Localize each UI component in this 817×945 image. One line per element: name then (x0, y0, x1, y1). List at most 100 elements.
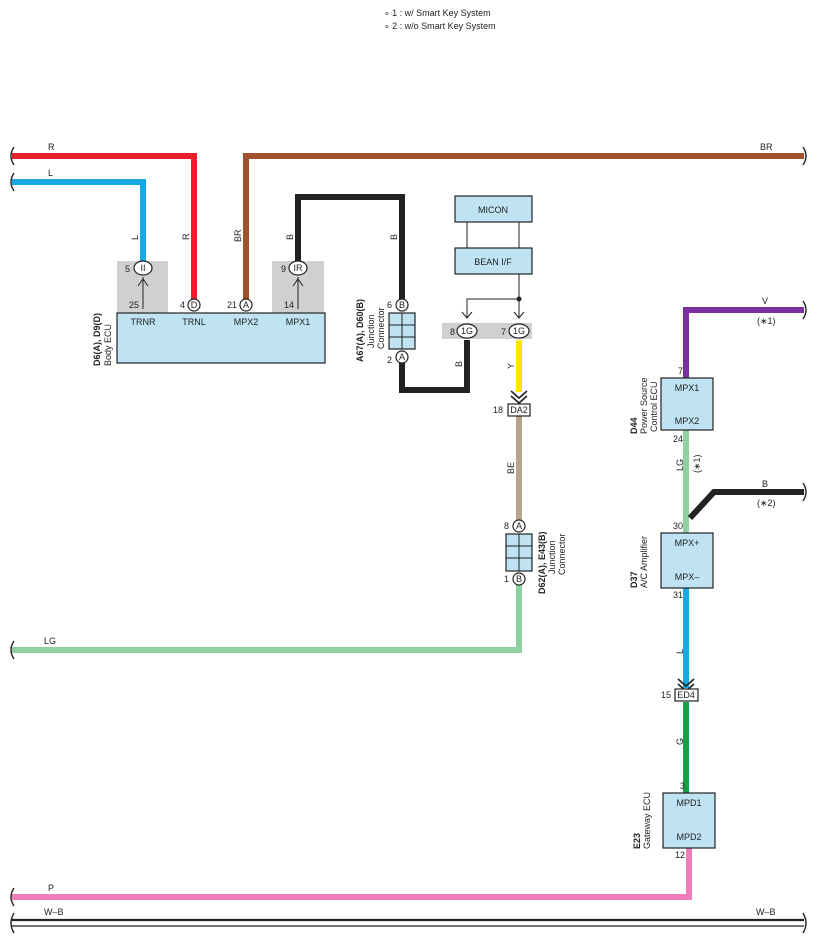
d44-name2: Control ECU (649, 381, 659, 432)
pin-14: 14 (284, 300, 294, 310)
arrow-trnr (137, 278, 149, 287)
junction-dot (516, 296, 522, 302)
terminal-a-d62 (512, 519, 526, 533)
pin-4: 4 (180, 300, 185, 310)
wire-label-l-vert: L (130, 235, 140, 240)
wire-label-lg-left: LG (44, 636, 56, 646)
terminal-b-d62 (512, 572, 526, 586)
terminal-d (187, 298, 201, 312)
wire-label-l-right: L (675, 649, 685, 654)
pin-6: 6 (387, 300, 392, 310)
terminal-ii (133, 260, 153, 276)
pin-2: 2 (387, 355, 392, 365)
wire-label-wb-right: W–B (756, 907, 776, 917)
bean-branch (466, 274, 520, 318)
wire-label-br-vert: BR (233, 229, 243, 242)
d37-code: D37 (629, 571, 639, 588)
terminal-b-a67 (395, 298, 409, 312)
wire-label-b-right: B (389, 234, 399, 240)
jc-d62-name1: Junction (547, 540, 557, 574)
pin-7v: 7 (678, 366, 683, 376)
wire-label-y: Y (506, 363, 516, 369)
d37-name: A/C Amplifier (639, 536, 649, 588)
d44-name1: Power Source (639, 377, 649, 434)
wire-b-top (295, 194, 405, 299)
terminal-ir (288, 260, 308, 276)
pin-31: 31 (673, 590, 683, 600)
d44-pin-mpx2: MPX2 (675, 416, 700, 426)
d37-pin-mpx-minus: MPX– (675, 572, 700, 582)
jc-d62-code: D62(A), E43(B) (537, 531, 547, 594)
wire-label-r-top: R (48, 142, 55, 152)
terminal-1g-left-label: 1G (461, 326, 473, 336)
d37-box (660, 532, 714, 589)
wire-l (12, 179, 146, 263)
terminal-d-label: D (191, 300, 198, 310)
e23-code: E23 (632, 833, 642, 849)
e23-name: Gateway ECU (642, 792, 652, 849)
body-ecu-pin-trnr: TRNR (131, 317, 156, 327)
e23-pin-mpd2: MPD2 (676, 832, 701, 842)
terminal-1g-left (456, 323, 478, 339)
body-ecu-name: Body ECU (103, 324, 113, 366)
pin-8b: 8 (504, 521, 509, 531)
pin-3: 3 (680, 781, 685, 791)
body-ecu-code: D6(A), D9(D) (92, 313, 102, 366)
jc-a67-name2: Connector (376, 307, 386, 349)
d44-pin-mpx1: MPX1 (675, 383, 700, 393)
jc-a67-code: A67(A), D60(B) (355, 299, 365, 362)
wire-label-v: V (762, 296, 768, 306)
wire-label-br-right: BR (760, 142, 773, 152)
wire-label-wb-left: W–B (44, 907, 64, 917)
arrow-mpx1 (292, 278, 304, 287)
micon-label: MICON (478, 205, 508, 215)
connector-da2 (507, 403, 531, 417)
pin-8: 8 (450, 327, 455, 337)
terminal-a-a67 (395, 350, 409, 364)
wire-label-p: P (48, 883, 54, 893)
d37-pin-mpx-plus: MPX+ (675, 538, 700, 548)
pin-18: 18 (493, 405, 503, 415)
wire-r (12, 153, 197, 299)
wire-label-s1-v: (∗1) (757, 316, 776, 326)
pin-1: 1 (504, 574, 509, 584)
pin-15: 15 (661, 690, 671, 700)
wire-label-l-top: L (48, 168, 53, 178)
pin-12: 12 (675, 850, 685, 860)
terminal-a-body-label: A (243, 300, 249, 310)
connector-ed4 (674, 688, 699, 702)
pin-24: 24 (673, 434, 683, 444)
terminal-a-d62-label: A (516, 521, 522, 531)
wire-p (12, 848, 692, 900)
terminal-1g-right (508, 323, 530, 339)
jc-d62-name2: Connector (557, 533, 567, 575)
body-ecu-pin-mpx1: MPX1 (286, 317, 311, 327)
pin-21: 21 (227, 300, 237, 310)
terminal-ir-label: IR (294, 263, 304, 273)
terminal-b-a67-label: B (399, 300, 405, 310)
pin-30: 30 (673, 521, 683, 531)
wire-b-bottom (399, 340, 470, 393)
wire-label-b-left: B (285, 234, 295, 240)
wire-break-marks (10, 146, 807, 934)
body-ecu-pin-trnl: TRNL (182, 317, 206, 327)
wire-v (683, 307, 804, 378)
wire-lg-left (12, 585, 522, 653)
body-ecu-pin-mpx2: MPX2 (234, 317, 259, 327)
wire-label-r-vert: R (181, 233, 191, 240)
jc-a67-name1: Junction (366, 314, 376, 348)
wire-label-s2: (∗2) (757, 498, 776, 508)
note-no-smart-key: ∘ 2 : w/o Smart Key System (384, 21, 496, 31)
micon-box (454, 195, 533, 223)
connector-ed4-label: ED4 (677, 690, 695, 700)
wire-label-lg-right: LG (675, 459, 685, 471)
wire-label-s1-lg: (∗1) (692, 454, 702, 473)
bean-if-label: BEAN I/F (474, 257, 512, 267)
terminal-b-d62-label: B (516, 574, 522, 584)
pin-7: 7 (501, 327, 506, 337)
wire-label-be: BE (506, 462, 516, 474)
d44-code: D44 (629, 417, 639, 434)
wire-b-right (687, 489, 804, 521)
terminal-a-body (239, 298, 253, 312)
d44-box (660, 377, 714, 431)
